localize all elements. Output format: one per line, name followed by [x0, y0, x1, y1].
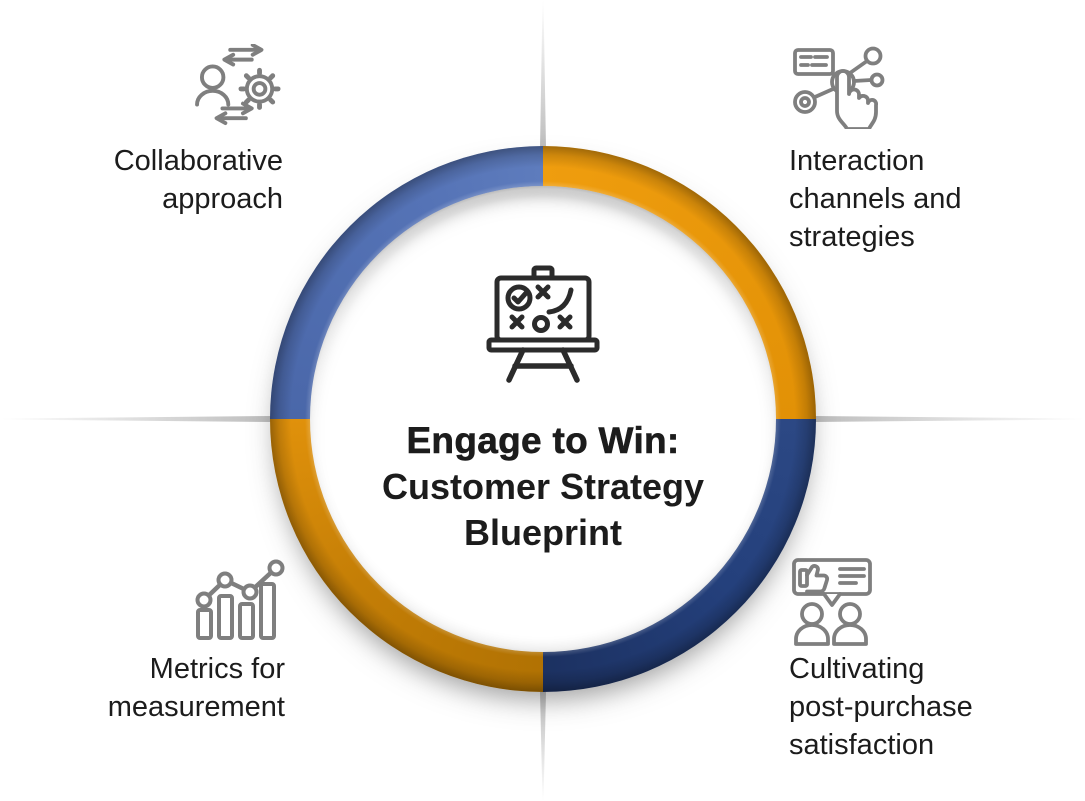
center-title-block: Engage to Win: Customer Strategy Bluepri…	[310, 418, 776, 556]
center-title: Engage to Win:	[406, 420, 680, 462]
label-post-purchase-satisfaction: Cultivating post-purchase satisfaction	[789, 653, 973, 761]
thumbs-up-conversation-icon	[792, 556, 872, 646]
center-circle: Engage to Win: Customer Strategy Bluepri…	[310, 186, 776, 652]
label-interaction-channels: Interaction channels and strategies	[789, 145, 962, 253]
circle-ring: Engage to Win: Customer Strategy Bluepri…	[270, 146, 816, 692]
interaction-network-tap-icon	[791, 44, 891, 129]
divider-line-left	[0, 416, 272, 422]
label-metrics-measurement: Metrics for measurement	[107, 653, 285, 723]
strategy-board-icon	[479, 264, 607, 386]
label-collaborative-approach: Collaborative approach	[113, 145, 283, 215]
people-gear-exchange-icon	[192, 44, 288, 126]
divider-line-right	[814, 416, 1085, 422]
divider-line-bottom	[540, 692, 546, 801]
bar-chart-trend-icon	[194, 558, 286, 642]
divider-line-top	[540, 0, 546, 148]
center-subtitle: Customer Strategy Blueprint	[381, 466, 705, 553]
